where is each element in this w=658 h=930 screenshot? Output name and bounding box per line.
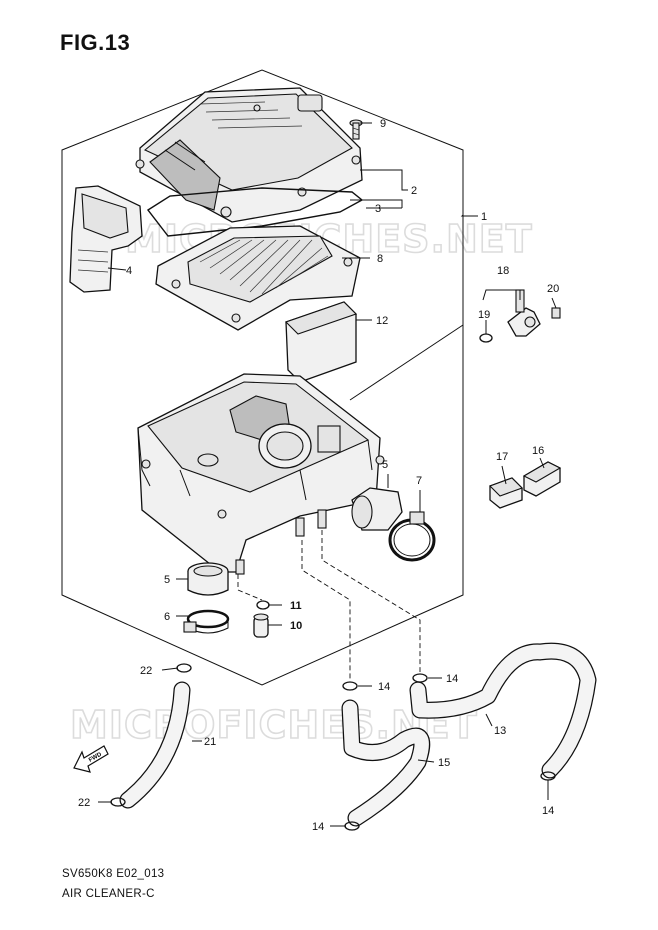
bracket-part-17 (489, 477, 523, 509)
callout-labels: 9 2 3 1 4 8 18 20 19 12 16 17 5 7 5 11 6… (78, 118, 559, 833)
callout-18: 18 (497, 265, 509, 277)
callout-16: 16 (532, 445, 544, 457)
callout-8: 8 (377, 253, 383, 265)
air-filter-part-8 (155, 225, 361, 331)
hose-part-15 (341, 699, 431, 827)
callout-5-right: 5 (382, 459, 388, 471)
hose-part-21 (119, 681, 191, 809)
clip-part-11 (256, 600, 270, 610)
clip-22-top (176, 663, 192, 673)
o-ring-part-19 (479, 333, 493, 343)
callout-12: 12 (376, 315, 388, 327)
screw-part-9 (349, 119, 363, 140)
outlet-tube-part-5-right (351, 487, 403, 531)
hose-part-13 (409, 642, 597, 779)
callout-14-c: 14 (542, 805, 554, 817)
callout-9: 9 (380, 118, 386, 130)
connector-part-16 (522, 461, 562, 497)
assembly-boundary (61, 69, 464, 686)
clip-14-a (342, 681, 358, 691)
callout-14-a: 14 (378, 681, 390, 693)
callout-19: 19 (478, 309, 490, 321)
callout-20: 20 (547, 283, 559, 295)
callout-15: 15 (438, 757, 450, 769)
foam-pad-part-12 (284, 301, 358, 383)
callout-5-left: 5 (164, 574, 170, 586)
callout-11: 11 (290, 600, 302, 612)
leader-lines (98, 122, 557, 827)
callout-7: 7 (416, 475, 422, 487)
clamp-part-6 (183, 609, 230, 634)
boot-part-5-left (187, 562, 229, 596)
sensor-assembly-part-18 (479, 289, 561, 343)
clip-14-b (412, 673, 428, 683)
figure-title: FIG.13 (60, 30, 131, 55)
drain-plug-part-10 (253, 613, 269, 638)
intake-duct-part-4 (69, 185, 143, 293)
callout-6: 6 (164, 611, 170, 623)
callout-17: 17 (496, 451, 508, 463)
callout-22-top: 22 (140, 665, 152, 677)
callout-3: 3 (375, 203, 381, 215)
callout-14-b: 14 (446, 673, 458, 685)
routing-lines (237, 530, 421, 680)
diagram-code: SV650K8 E02_013 (62, 868, 165, 880)
clamp-part-7 (388, 511, 436, 562)
callout-14-d: 14 (312, 821, 324, 833)
callout-2: 2 (411, 185, 417, 197)
diagram-caption: AIR CLEANER-C (62, 888, 155, 900)
callout-10: 10 (290, 620, 302, 632)
fwd-arrow-icon: FWD (73, 745, 109, 773)
callout-13: 13 (494, 725, 506, 737)
callout-1: 1 (481, 211, 487, 223)
callout-4: 4 (126, 265, 132, 277)
air-cleaner-case-part-1 (137, 373, 385, 575)
air-cleaner-cap-part-2 (135, 87, 363, 223)
screw-part-20 (551, 307, 561, 319)
callout-22-bottom: 22 (78, 797, 90, 809)
callout-21: 21 (204, 736, 216, 748)
